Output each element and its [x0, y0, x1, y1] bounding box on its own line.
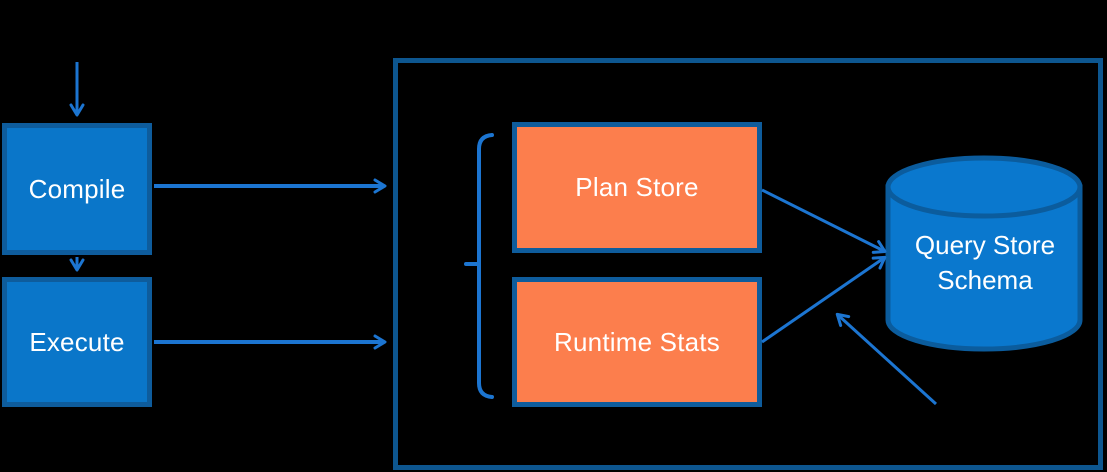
- node-compile-label: Compile: [28, 173, 126, 204]
- node-runtime-stats: Runtime Stats: [512, 277, 762, 407]
- query-store-container-box: [393, 58, 1103, 470]
- node-query-store-schema-label: Query Store Schema: [914, 230, 1056, 296]
- node-compile: Compile: [2, 123, 152, 255]
- node-execute: Execute: [2, 277, 152, 407]
- node-plan-store-label: Plan Store: [575, 172, 699, 202]
- node-runtime-stats-label: Runtime Stats: [554, 326, 720, 357]
- node-plan-store: Plan Store: [512, 122, 762, 253]
- node-execute-label: Execute: [29, 326, 125, 357]
